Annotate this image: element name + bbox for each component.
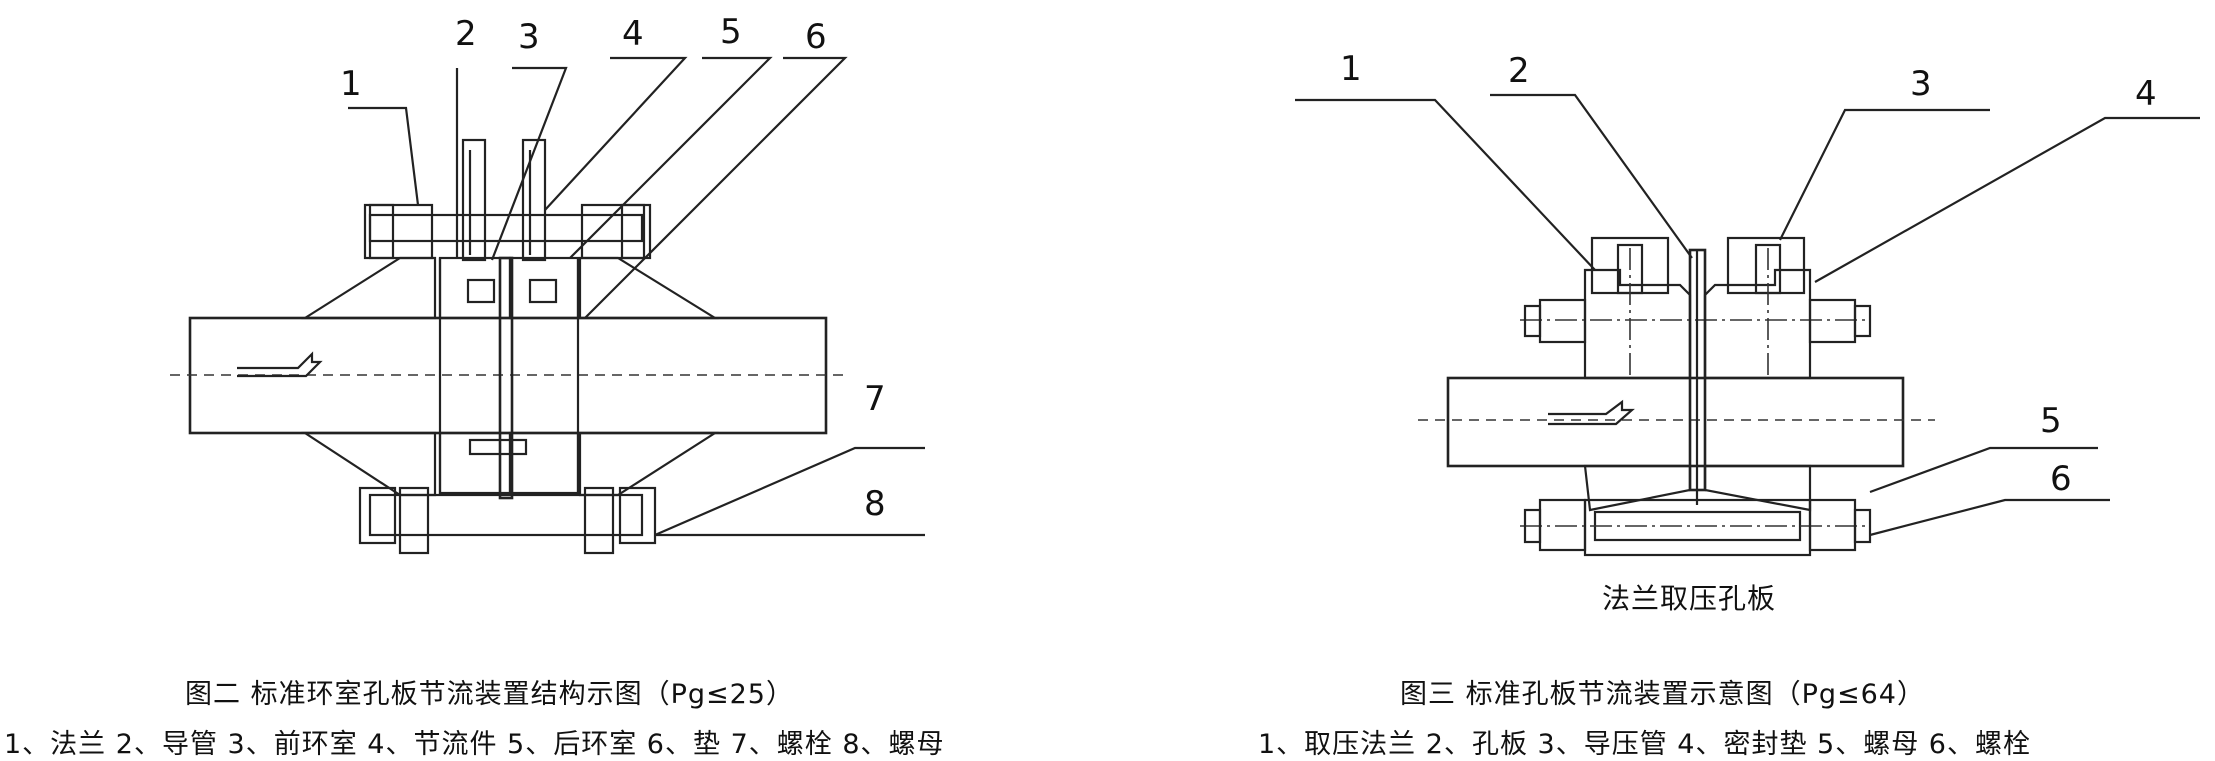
fig2-rear-ring-chamber [508, 256, 580, 320]
fig2-callout-3: 3 [518, 17, 540, 57]
fig3-callout-2: 2 [1508, 51, 1530, 91]
fig2-leader-1 [348, 106, 420, 206]
fig2-upper-right-boss [580, 203, 646, 260]
fig3-lower-flange-body [1583, 498, 1812, 557]
fig3-callout-6: 6 [2050, 459, 2072, 499]
fig2-upper-right-nut [620, 203, 652, 260]
fig2-callout-4: 4 [622, 14, 644, 54]
fig2-leader-7 [654, 446, 925, 537]
fig2-caption: 图二 标准环室孔板节流装置结构示图（Pg≤25） [185, 679, 794, 710]
fig3-callout-4: 4 [2135, 74, 2157, 114]
fig3-right-flange-upper [1703, 268, 1812, 380]
fig2-upper-bolt [368, 213, 644, 243]
fig2-left-flange-lower [301, 431, 437, 497]
fig3-leader-1 [1295, 98, 1596, 271]
fig3-leader-2 [1490, 93, 1693, 259]
fig3-right-flange-lower [1703, 464, 1812, 512]
fig3-lower-right-nut [1808, 498, 1857, 552]
fig2-lower-left-nut [358, 486, 397, 545]
fig2-lower-bolt [368, 493, 644, 537]
fig2-flow-arrow-icon [237, 351, 323, 378]
fig3-sublabel: 法兰取压孔板 [1602, 582, 1777, 615]
fig3-legend: 1、取压法兰 2、孔板 3、导压管 4、密封垫 5、螺母 6、螺栓 [1258, 729, 2031, 760]
fig2-leader-3 [490, 66, 568, 261]
fig3-orifice-assembly: 1 2 3 4 5 6 [1295, 49, 2200, 557]
fig3-upper-left-nut [1538, 298, 1587, 344]
fig3-lower-left-nut [1538, 498, 1587, 552]
fig3-caption: 图三 标准孔板节流装置示意图（Pg≤64） [1400, 679, 1925, 710]
fig2-tube-right [521, 138, 547, 262]
fig2-callout-8: 8 [864, 484, 886, 524]
fig2-right-flange-lower [578, 431, 719, 497]
fig3-upper-right-nut [1808, 298, 1857, 344]
fig2-right-flange-upper [578, 256, 719, 320]
fig3-flow-arrow-icon [1548, 399, 1635, 426]
fig3-left-flange-upper [1583, 268, 1692, 380]
fig3-callout-5: 5 [2040, 401, 2062, 441]
fig2-orifice-assembly: 1 2 3 4 5 6 7 8 [170, 12, 925, 555]
fig3-left-flange-lower [1583, 464, 1692, 512]
fig2-leader-6 [584, 56, 848, 319]
fig2-rear-ring-lower [508, 431, 580, 495]
fig2-leader-4 [544, 56, 688, 211]
fig2-legend: 1、法兰 2、导管 3、前环室 4、节流件 5、后环室 6、垫 7、螺栓 8、螺… [4, 729, 945, 760]
fig2-left-flange-upper [301, 256, 437, 320]
fig2-tube-left [461, 138, 487, 262]
fig2-orifice-plate [498, 256, 514, 500]
fig3-callout-1: 1 [1340, 49, 1362, 89]
fig2-lower-right-nut [618, 486, 657, 545]
fig3-callout-3: 3 [1910, 64, 1932, 104]
fig3-leader-5 [1869, 446, 2098, 494]
fig3-leader-3 [1779, 108, 1990, 241]
fig2-callout-1: 1 [340, 64, 362, 104]
fig2-callout-6: 6 [805, 17, 827, 57]
fig3-leader-4 [1814, 116, 2200, 283]
fig2-callout-2: 2 [455, 14, 477, 54]
fig3-pipe [1446, 376, 1905, 468]
fig2-callout-5: 5 [720, 12, 742, 52]
fig2-leader-5 [569, 56, 773, 259]
fig2-upper-left-boss [368, 203, 434, 260]
fig2-callout-7: 7 [864, 379, 886, 419]
fig3-leader-6 [1869, 498, 2110, 537]
fig2-upper-left-nut [363, 203, 395, 260]
